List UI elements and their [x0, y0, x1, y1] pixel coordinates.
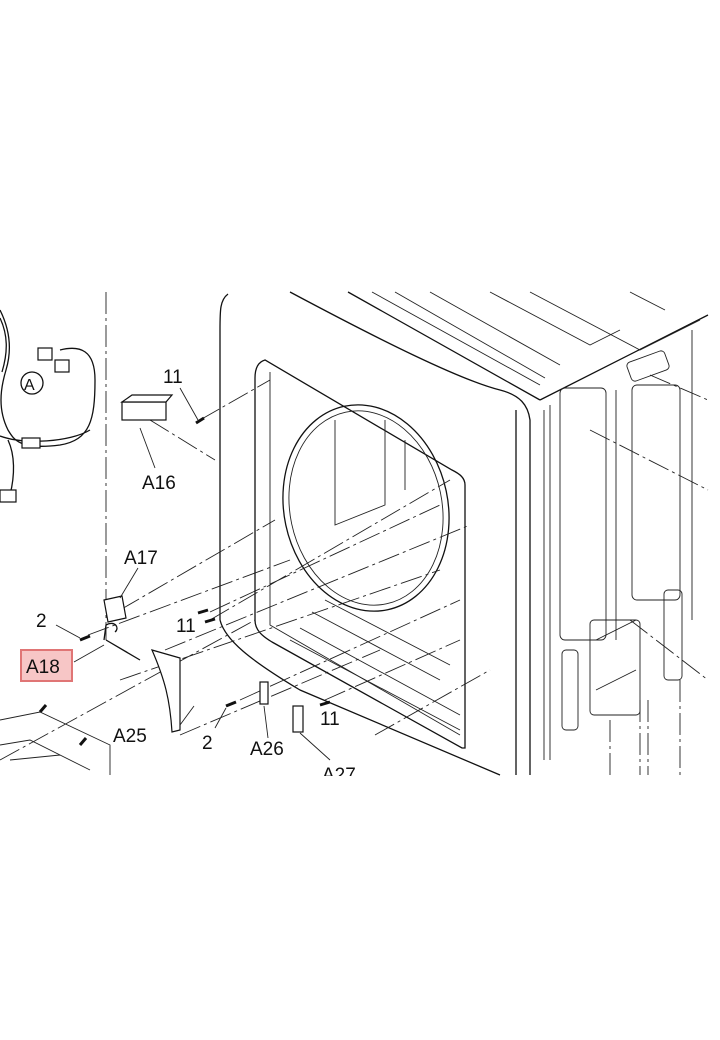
callout-11-top: 11	[163, 367, 183, 388]
part-a16-box	[121, 401, 167, 421]
callout-a27: A27	[322, 765, 356, 786]
callout-a26: A26	[250, 739, 284, 760]
lower-assembly	[0, 711, 111, 775]
callout-a17: A17	[124, 548, 158, 569]
screws	[38, 416, 331, 746]
part-a26-bracket	[259, 681, 269, 705]
callout-a16: A16	[142, 473, 176, 494]
dryer-cabinet	[219, 291, 709, 776]
wire-harness	[0, 309, 96, 503]
part-a25-cover	[150, 649, 181, 733]
callout-a-harness: A	[24, 377, 35, 394]
part-a18-spring	[103, 622, 141, 661]
highlight-box-a18	[20, 649, 73, 682]
callout-11-right: 11	[320, 709, 340, 730]
callout-2-left: 2	[36, 611, 47, 632]
part-a27-cap	[292, 705, 304, 733]
callout-11-mid: 11	[176, 616, 196, 637]
callout-2-bottom: 2	[202, 733, 213, 754]
callout-a25: A25	[113, 726, 147, 747]
part-a17-hinge	[103, 595, 127, 623]
callout-a18[interactable]: A18	[26, 657, 60, 678]
